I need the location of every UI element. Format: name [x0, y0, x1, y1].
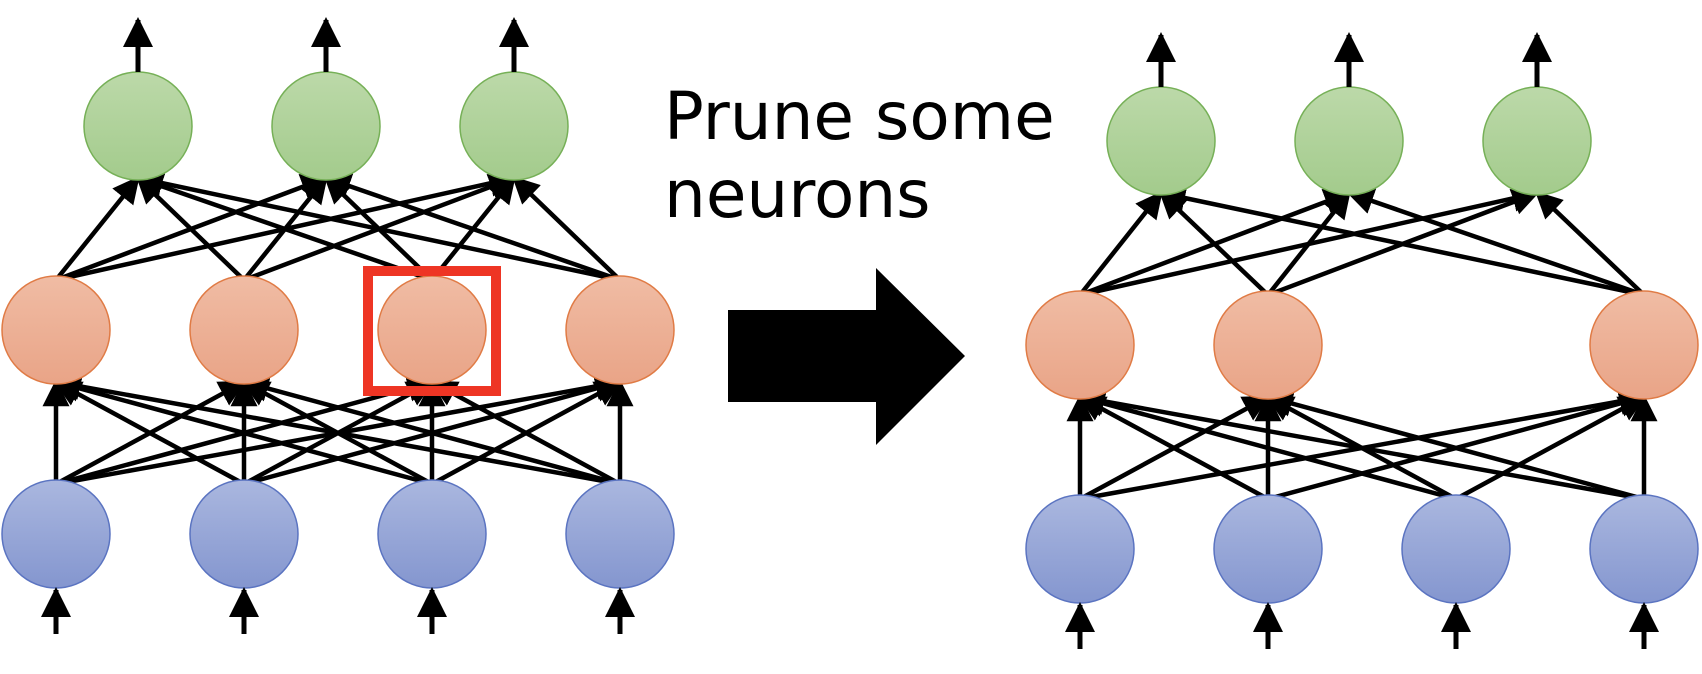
io-arrows	[41, 17, 635, 634]
hidden-neuron-3	[1589, 290, 1699, 400]
connection-input-4-hidden-1	[1077, 388, 1645, 502]
output-neuron-2	[271, 71, 381, 181]
connection-input-2-hidden-1	[53, 380, 246, 486]
neurons	[1025, 86, 1699, 604]
output-neuron-1	[1106, 86, 1216, 196]
connections	[1066, 184, 1658, 502]
input-neuron-4	[565, 479, 675, 589]
output-neuron-3	[459, 71, 569, 181]
input-neuron-2	[189, 479, 299, 589]
output-neuron-2	[1294, 86, 1404, 196]
neurons	[1, 71, 675, 589]
connection-hidden-2-output-1	[136, 176, 246, 282]
input-neuron-1	[1, 479, 111, 589]
prune-caption: Prune some neurons	[664, 78, 1055, 234]
connection-input-4-hidden-3	[429, 380, 622, 486]
output-neuron-1	[83, 71, 193, 181]
connection-input-4-hidden-2	[241, 375, 621, 487]
io-arrows	[1065, 32, 1659, 649]
caption-line-2: neurons	[664, 156, 931, 233]
connections	[42, 169, 634, 487]
connection-input-3-hidden-3	[1454, 395, 1647, 501]
input-neuron-3	[1401, 494, 1511, 604]
connection-hidden-4-output-3	[512, 176, 622, 282]
connection-hidden-1-output-1	[1078, 190, 1163, 297]
right-arrow-icon	[728, 268, 965, 445]
hidden-neuron-2	[1213, 290, 1323, 400]
connection-hidden-2-output-1	[1159, 191, 1270, 297]
pruned-neuron-highlight	[363, 266, 501, 396]
hidden-neuron-3	[377, 275, 487, 385]
hidden-neuron-1	[1, 275, 111, 385]
connection-hidden-3-output-2	[1346, 188, 1645, 298]
connection-hidden-3-output-3	[1535, 191, 1646, 297]
input-neuron-1	[1025, 494, 1135, 604]
connection-hidden-4-output-1	[135, 169, 621, 283]
input-neuron-3	[377, 479, 487, 589]
connection-hidden-4-output-2	[323, 173, 621, 283]
hidden-neuron-4	[565, 275, 675, 385]
connection-hidden-2-output-2	[1266, 190, 1351, 297]
hidden-neuron-2	[189, 275, 299, 385]
pruned-network	[1025, 32, 1699, 649]
caption-line-1: Prune some	[664, 78, 1055, 155]
connection-hidden-3-output-1	[1158, 184, 1645, 298]
original-network	[1, 17, 675, 634]
connection-hidden-1-output-1	[54, 175, 140, 282]
input-neuron-4	[1589, 494, 1699, 604]
connection-input-2-hidden-1	[1077, 395, 1270, 501]
connection-input-3-hidden-1	[53, 375, 433, 487]
output-neuron-3	[1482, 86, 1592, 196]
hidden-neuron-1	[1025, 290, 1135, 400]
connection-input-4-hidden-2	[1265, 390, 1645, 502]
connection-input-3-hidden-1	[1077, 390, 1457, 502]
input-neuron-2	[1213, 494, 1323, 604]
connection-input-4-hidden-1	[53, 373, 621, 487]
connection-hidden-3-output-1	[135, 173, 433, 283]
